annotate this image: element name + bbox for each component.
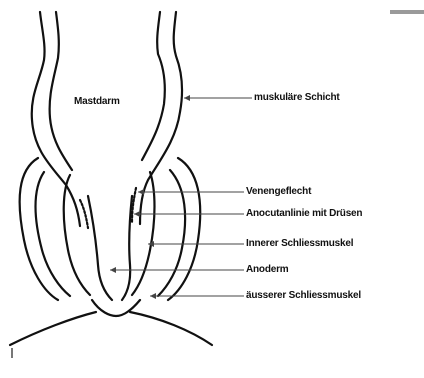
corner-bar bbox=[390, 10, 424, 14]
inner-sphincter-left bbox=[64, 175, 90, 295]
rectum-wall-left-outer bbox=[32, 12, 80, 226]
skin-left bbox=[10, 312, 96, 345]
label-inner-sphincter: Innerer Schliessmuskel bbox=[246, 238, 353, 249]
skin-right bbox=[130, 312, 212, 345]
leader-muscle-layer bbox=[184, 95, 252, 101]
label-outer-sphincter: äusserer Schliessmuskel bbox=[246, 290, 361, 301]
leader-outer-sphincter bbox=[150, 293, 244, 299]
anal-canal-right bbox=[122, 196, 132, 300]
outer-sphincter-right-inner bbox=[158, 170, 185, 296]
rectum-wall-right-inner bbox=[142, 12, 165, 160]
label-rectum: Mastdarm bbox=[74, 96, 120, 107]
label-anocutaneous-line: Anocutanlinie mit Drüsen bbox=[246, 208, 362, 219]
outer-sphincter-left-outer bbox=[20, 158, 58, 300]
label-venous-plexus: Venengeflecht bbox=[246, 186, 311, 197]
label-muscle-layer: muskuläre Schicht bbox=[254, 92, 340, 103]
rectum-wall-left-inner bbox=[50, 12, 72, 170]
venous-plexus-right bbox=[132, 188, 136, 222]
anal-canal-left bbox=[88, 196, 112, 300]
leader-anocutaneous-line bbox=[134, 211, 244, 217]
venous-plexus-left bbox=[80, 200, 88, 228]
label-anoderm: Anoderm bbox=[246, 264, 289, 275]
